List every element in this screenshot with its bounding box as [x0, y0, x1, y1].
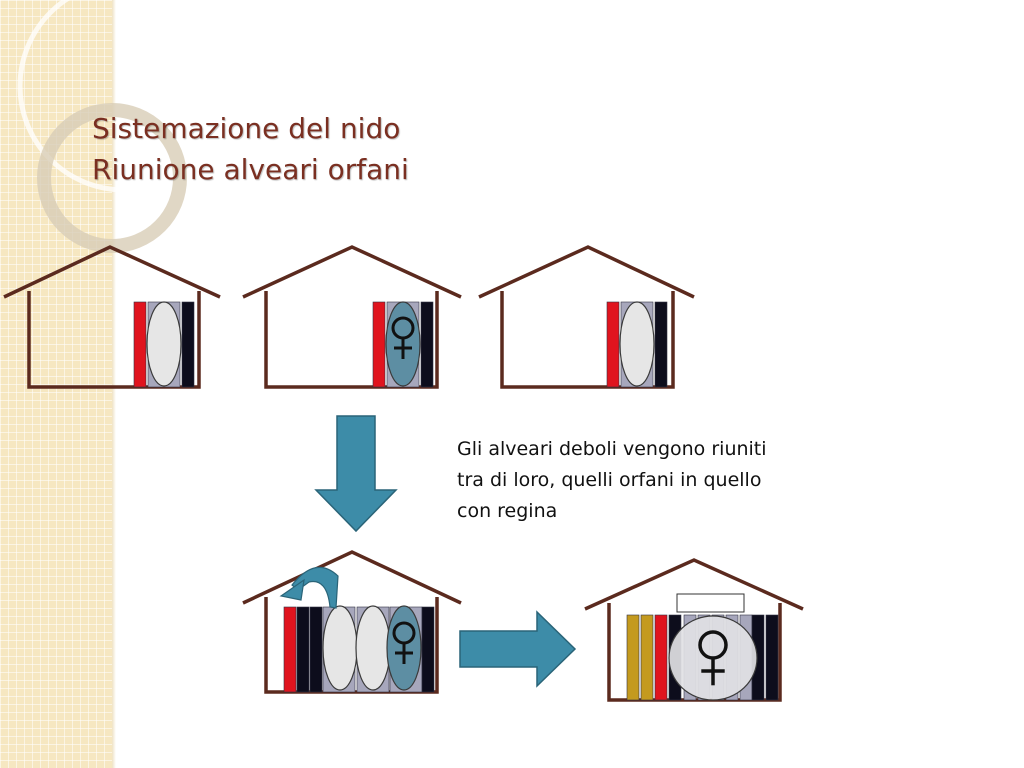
frame-dark: [309, 606, 323, 693]
house-roof: [3, 245, 221, 299]
female-sign-icon: [391, 316, 415, 359]
house-walls: [27, 291, 201, 389]
frame-gold: [626, 614, 640, 701]
curved-arrow-head: [279, 578, 305, 601]
hive-weak-2: [478, 245, 695, 389]
frame-dark: [181, 301, 195, 388]
sidebar-edge: [112, 0, 116, 768]
arrow-right-icon: [459, 610, 577, 688]
curved-arrow-icon: [279, 566, 339, 609]
frame-red: [606, 301, 620, 388]
house-roof: [242, 550, 462, 605]
frame-dark: [654, 301, 668, 388]
house-walls: [500, 291, 675, 389]
slide-title: Sistemazione del nido Riunione alveari o…: [92, 108, 512, 190]
bee-cluster: [322, 605, 358, 691]
frame-dark: [421, 606, 435, 693]
arrows-layer: [279, 415, 577, 688]
house-roof: [478, 245, 695, 299]
frame-dark: [296, 606, 310, 693]
caption-line-2: tra di loro, quelli orfani in quello: [457, 469, 762, 491]
female-sign-icon: [698, 630, 728, 686]
frame-red: [654, 614, 668, 701]
frame-dark: [420, 301, 434, 388]
hive-result: [584, 558, 804, 702]
title-line-2: Riunione alveari orfani: [92, 153, 409, 186]
bee-cluster: [355, 605, 391, 691]
frame-gold: [640, 614, 654, 701]
curved-arrow-body: [291, 566, 339, 609]
caption-line-1: Gli alveari deboli vengono riuniti: [457, 438, 767, 460]
house-roof: [584, 558, 804, 611]
house-walls: [264, 291, 439, 389]
bee-cluster: [619, 301, 655, 387]
female-sign-icon: [392, 621, 416, 664]
frame-red: [283, 606, 297, 693]
slide-caption: Gli alveari deboli vengono riuniti tra d…: [457, 434, 857, 527]
frame-dark: [765, 614, 779, 701]
sidebar-pattern: [0, 0, 112, 768]
frame-red: [133, 301, 147, 388]
hive-label-box: [676, 593, 745, 613]
caption-line-3: con regina: [457, 500, 558, 522]
frame-red: [372, 301, 386, 388]
title-line-1: Sistemazione del nido: [92, 112, 401, 145]
hive-weak-1: [3, 245, 221, 389]
hive-with-queen: [242, 245, 462, 389]
bee-cluster: [146, 301, 182, 387]
deco-ring-large: [17, 0, 231, 193]
arrow-down-icon: [314, 415, 398, 533]
house-roof: [242, 245, 462, 299]
hive-merged: [242, 550, 462, 694]
